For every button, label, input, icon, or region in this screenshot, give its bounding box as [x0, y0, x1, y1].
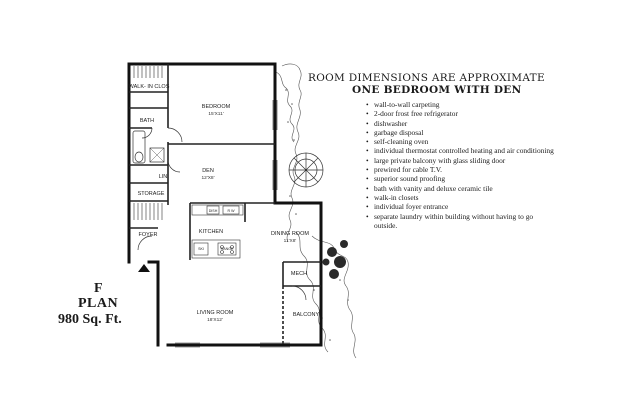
dining-room-dimensions: 11'X8': [284, 238, 297, 244]
vanity-icon: [149, 147, 165, 163]
shrub-dot: [313, 289, 315, 291]
shrub-dot: [285, 89, 287, 91]
plan-word: PLAN: [78, 296, 119, 311]
shrub-dot: [339, 279, 341, 281]
feature-list: wall-to-wall carpeting 2-door frost free…: [366, 100, 556, 230]
range-icon: [217, 242, 237, 256]
entry-arrow-icon: [138, 264, 150, 272]
windows: [175, 100, 290, 348]
bedroom-label: BEDROOM: [202, 104, 231, 110]
dishwasher-label: DISH: [209, 209, 218, 213]
feature-item: dishwasher: [366, 119, 556, 129]
feature-item: large private balcony with glass sliding…: [366, 156, 556, 166]
counter-top: [191, 204, 244, 216]
shrub-outline: [275, 71, 295, 143]
mech-label: MECH: [291, 271, 307, 277]
bedroom-dimensions: 15'X11': [208, 111, 223, 117]
unit-type-heading: ONE BEDROOM WITH DEN: [352, 84, 522, 96]
door-arc: [167, 127, 183, 143]
shrub-dot: [291, 103, 293, 105]
linen-label: LIN: [159, 174, 168, 180]
shrub-dot: [293, 139, 295, 141]
door-arc: [167, 159, 181, 173]
tree-icon: [288, 152, 324, 188]
shrub-dot: [347, 299, 349, 301]
door-arc: [141, 127, 153, 139]
den-dimensions: 12'X8': [201, 175, 214, 181]
walk-in-closet-label: WALK- IN CLOS: [129, 84, 170, 90]
sink-icon: [193, 242, 209, 256]
dining-room-label: DINING ROOM: [271, 231, 309, 237]
closet-hatching: [133, 66, 163, 220]
sink-label: SKI: [198, 247, 204, 251]
feature-item: separate laundry within building without…: [366, 212, 556, 231]
bathtub-icon: [132, 130, 146, 164]
foyer-label: FOYER: [139, 232, 158, 238]
kitchen-fixtures: [191, 204, 244, 259]
living-room-label: LIVING ROOM: [197, 310, 234, 316]
bath-label: BATH: [140, 118, 154, 124]
toilet-icon: [134, 151, 144, 163]
door-arc: [137, 235, 153, 251]
refrigerator-label: R W: [228, 209, 236, 213]
feature-item: prewired for cable T.V.: [366, 165, 556, 175]
shrub-dot: [295, 213, 297, 215]
den-label: DEN: [202, 168, 214, 174]
feature-item: wall-to-wall carpeting: [366, 100, 556, 110]
counter-bottom: [191, 239, 241, 259]
kitchen-label: KITCHEN: [199, 229, 223, 235]
feature-item: walk-in closets: [366, 193, 556, 203]
landscaping-dots: [285, 89, 349, 341]
dishwasher-icon: [206, 205, 220, 215]
shrub-dot: [329, 339, 331, 341]
shrub-outline: [281, 63, 302, 243]
living-room-dimensions: 18'X12': [207, 317, 223, 323]
feature-item: self-cleaning oven: [366, 137, 556, 147]
refrigerator-icon: [222, 205, 240, 215]
feature-item: garbage disposal: [366, 128, 556, 138]
disclaimer-heading: ROOM DIMENSIONS ARE APPROXIMATE: [308, 72, 545, 84]
range-label: RANGE: [221, 247, 234, 251]
bath-fixtures: [132, 130, 165, 164]
plan-letter: F: [94, 281, 103, 296]
interior-walls: [129, 64, 321, 345]
door-swings: [137, 127, 307, 301]
balcony-label: BALCONY: [293, 312, 320, 318]
storage-label: STORAGE: [138, 191, 165, 197]
exterior-walls: [127, 62, 323, 347]
feature-item: bath with vanity and deluxe ceramic tile: [366, 184, 556, 194]
shrub-dot: [287, 121, 289, 123]
feature-item: 2-door frost free refrigerator: [366, 109, 556, 119]
feature-item: superior sound proofing: [366, 174, 556, 184]
door-arc: [291, 285, 307, 301]
plan-square-footage: 980 Sq. Ft.: [58, 312, 122, 327]
shrub-outline: [295, 231, 329, 353]
shrub-dot: [289, 195, 291, 197]
feature-item: individual foyer entrance: [366, 202, 556, 212]
shrub-cluster-icon: [322, 240, 348, 279]
feature-item: individual thermostat controlled heating…: [366, 146, 556, 156]
